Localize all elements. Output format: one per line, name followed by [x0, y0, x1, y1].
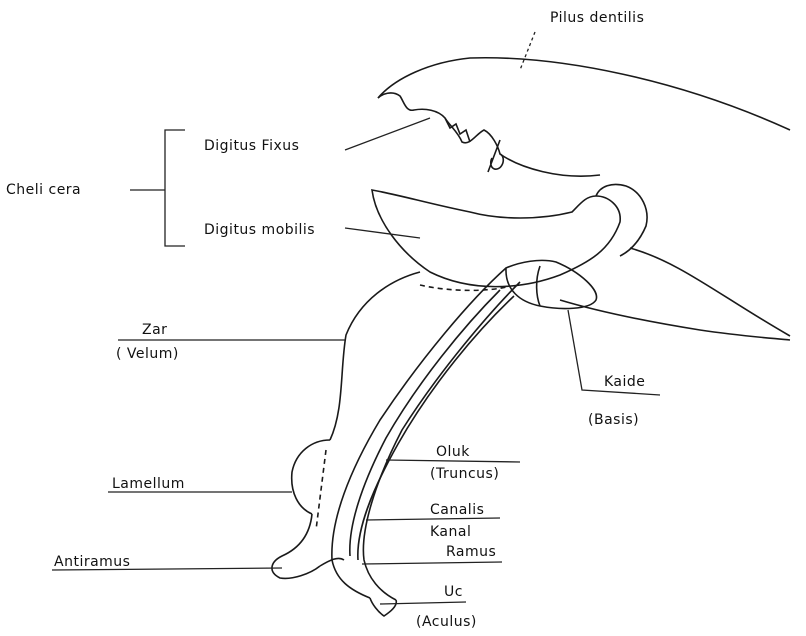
leader-oluk	[386, 460, 520, 462]
leader-uc	[380, 602, 466, 604]
leader-pilus	[520, 32, 535, 70]
label-velum: ( Velum)	[116, 346, 179, 362]
label-lamellum: Lamellum	[112, 476, 185, 492]
lamellum-outline	[292, 440, 330, 514]
label-digitus-mobilis: Digitus mobilis	[204, 222, 315, 238]
label-ramus: Ramus	[446, 544, 496, 560]
label-uc: Uc	[444, 584, 463, 600]
body-lower-edge	[560, 300, 790, 340]
antiramus-outline	[272, 514, 320, 578]
aculus-tip	[370, 598, 396, 616]
label-canalis: Canalis	[430, 502, 484, 518]
label-antiramus: Antiramus	[54, 554, 130, 570]
label-kaide: Kaide	[604, 374, 645, 390]
label-basis: (Basis)	[588, 412, 639, 428]
mobilis-joint-knob	[596, 184, 647, 256]
chelicera-bracket	[150, 130, 185, 246]
label-chelicera: Cheli cera	[6, 182, 81, 198]
lamellum-dashed	[316, 450, 326, 530]
pilus-dentilis-hair	[488, 140, 503, 172]
leader-digitus-mobilis	[345, 228, 420, 238]
label-pilus-dentilis: Pilus dentilis	[550, 10, 644, 26]
digitus-mobilis-outline	[372, 190, 620, 287]
velum-outline	[330, 272, 420, 440]
label-aculus: (Aculus)	[416, 614, 477, 630]
chelicera-body-outline	[378, 58, 790, 130]
truncus-inner	[363, 282, 520, 600]
digitus-fixus-tip	[378, 93, 600, 176]
leader-canalis	[366, 518, 500, 520]
label-digitus-fixus: Digitus Fixus	[204, 138, 299, 154]
label-oluk: Oluk	[436, 444, 470, 460]
label-zar: Zar	[142, 322, 167, 338]
fixed-digit-teeth	[445, 118, 470, 142]
leader-ramus	[362, 562, 502, 564]
label-kanal: Kanal	[430, 524, 471, 540]
label-truncus: (Truncus)	[430, 466, 499, 482]
leader-digitus-fixus	[345, 118, 430, 150]
velum-dashed-edge	[420, 285, 510, 290]
basis-seam	[537, 266, 540, 306]
